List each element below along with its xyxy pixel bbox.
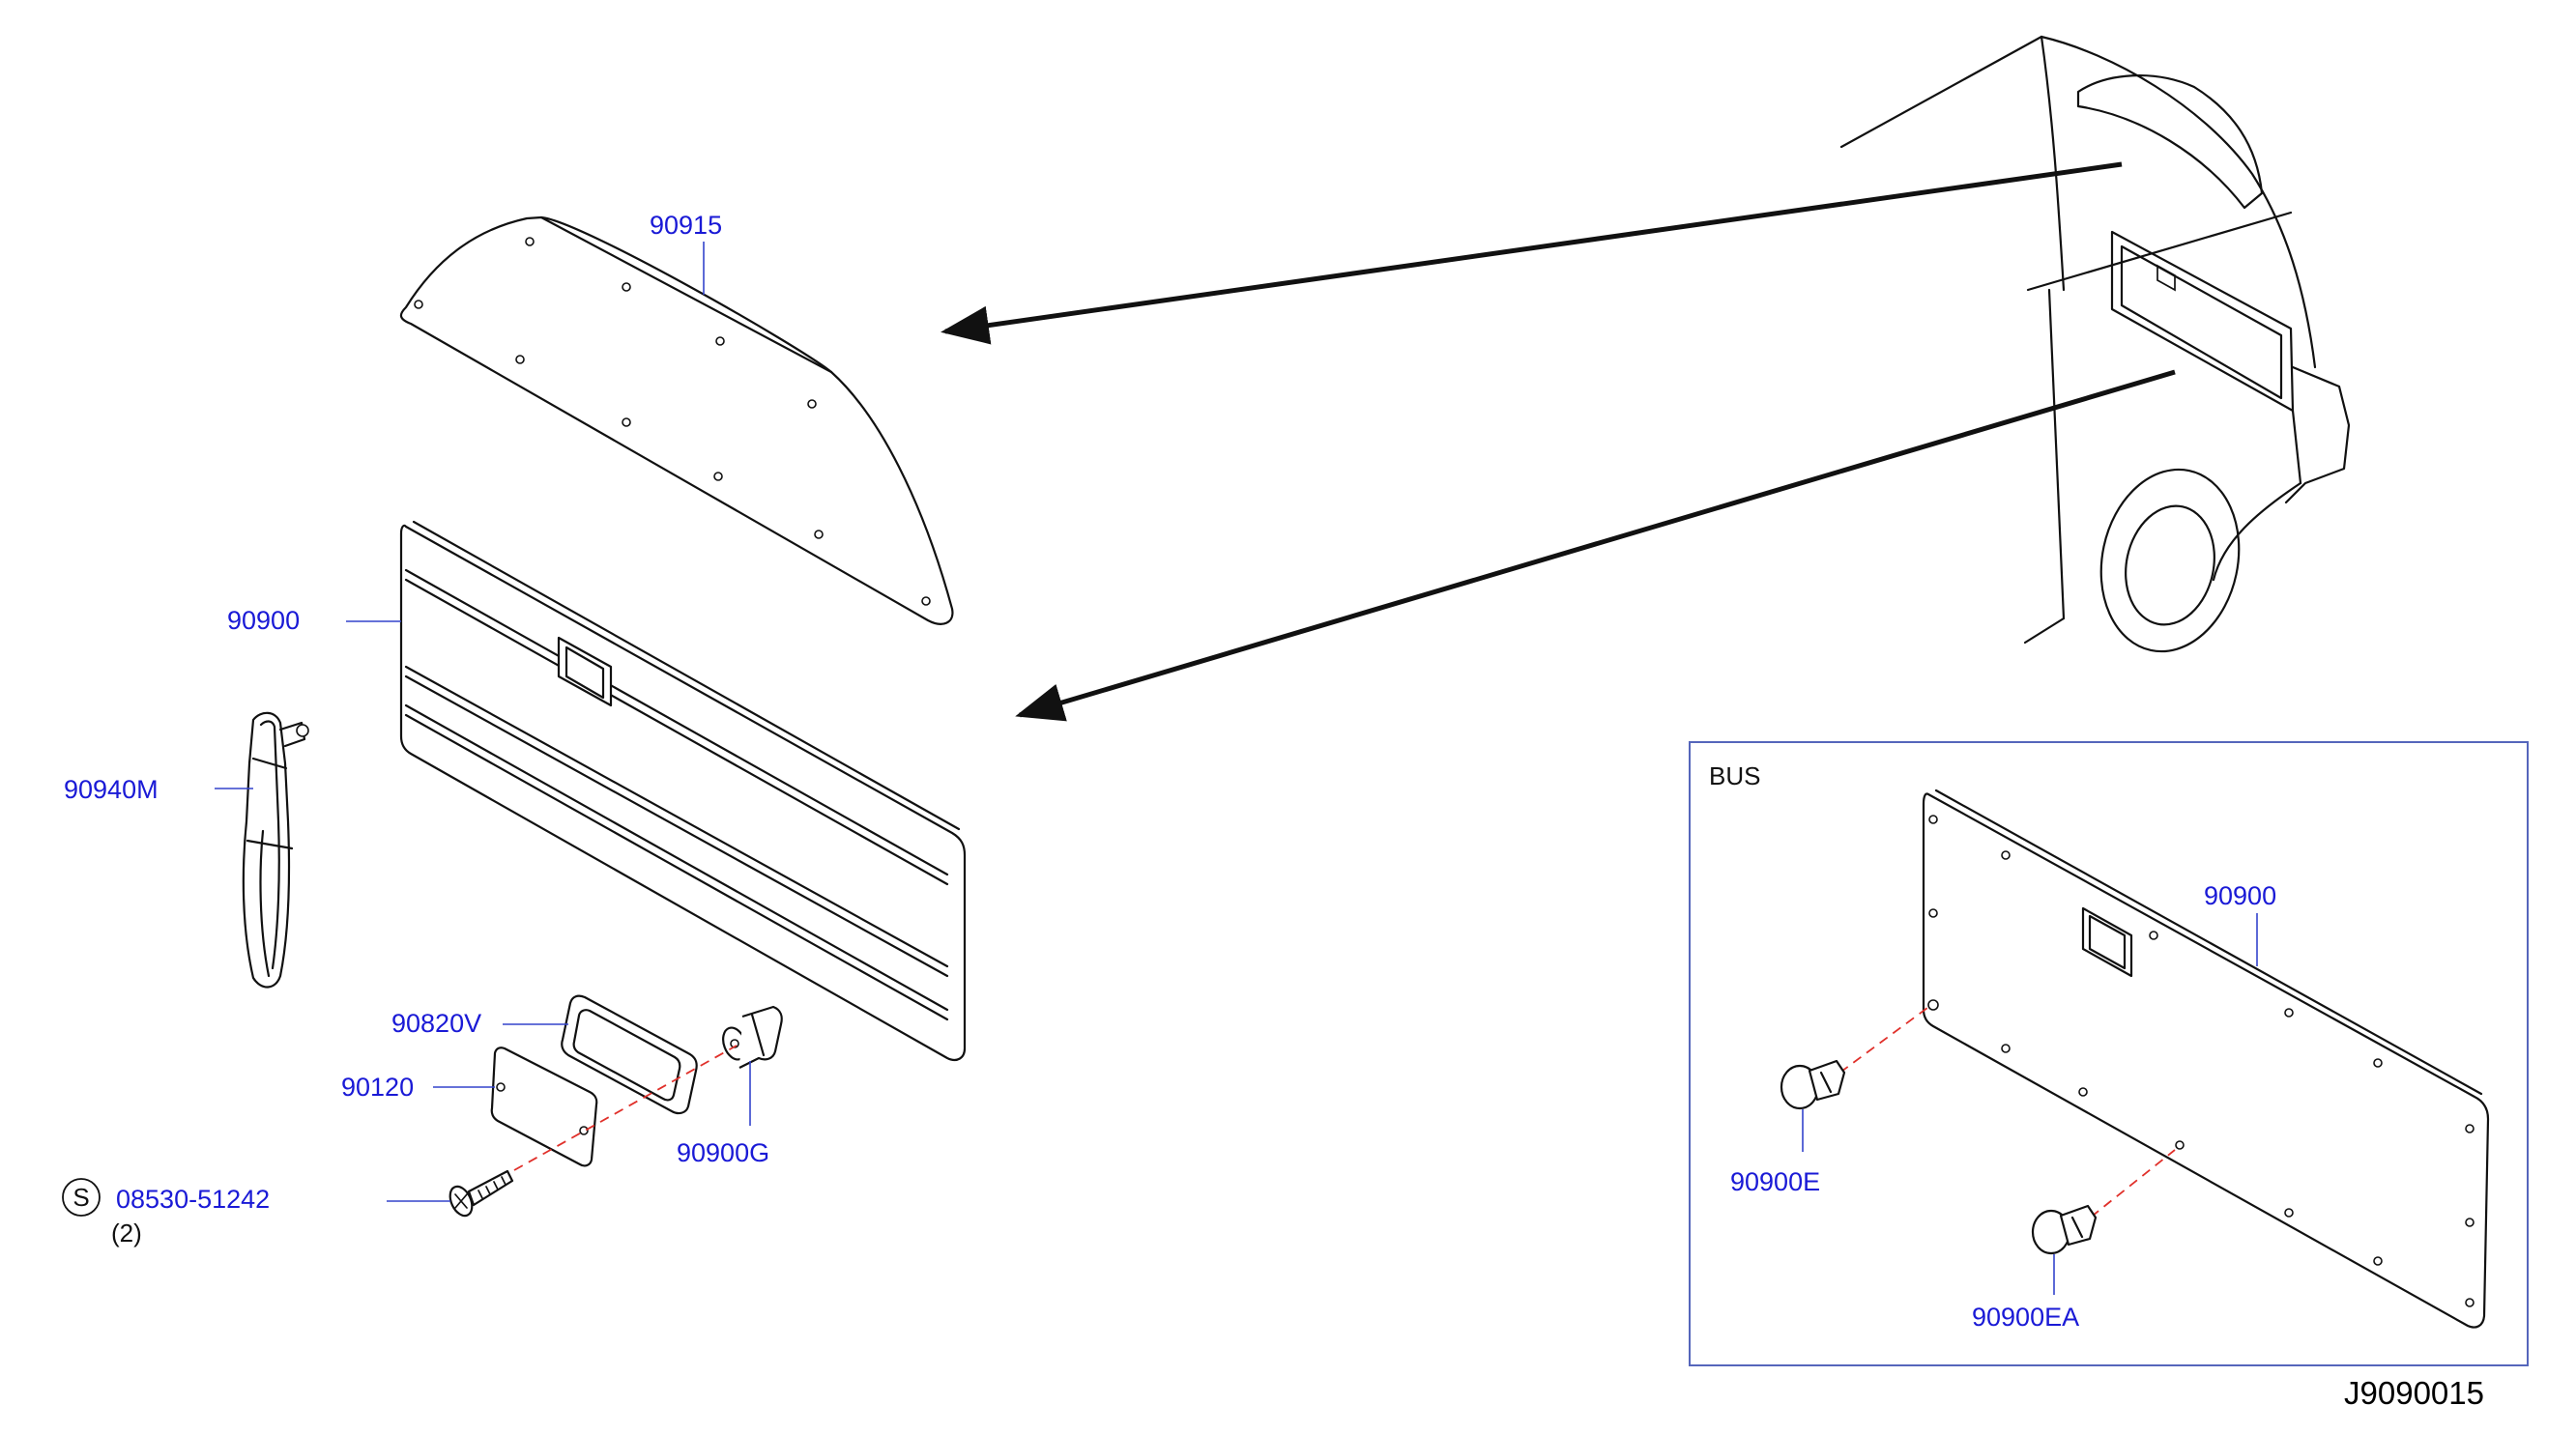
bolt-quantity: (2) — [111, 1219, 142, 1248]
arrow-to-upper-trim — [941, 161, 2123, 345]
pull-strap-drawing — [242, 711, 309, 989]
gasket-drawing — [561, 994, 698, 1115]
bus-part-label-90900E[interactable]: 90900E — [1730, 1167, 1820, 1196]
bus-part-label-90900EA[interactable]: 90900EA — [1972, 1303, 2079, 1332]
arrow-to-door-trim — [1015, 369, 2176, 722]
screw-drawing — [449, 1169, 514, 1218]
part-label-90120[interactable]: 90120 — [341, 1073, 414, 1102]
bolt-symbol-text: S — [72, 1183, 89, 1212]
clip-90900E-drawing — [1780, 1059, 1846, 1110]
door-trim-drawing — [399, 520, 967, 1062]
bus-variant-inset: BUS 9090 — [1689, 741, 2529, 1366]
clip-90900EA-drawing — [2031, 1204, 2098, 1255]
part-label-90915[interactable]: 90915 — [650, 211, 722, 240]
inset-frame — [1689, 741, 2529, 1366]
part-label-90820V[interactable]: 90820V — [391, 1009, 481, 1038]
part-label-bolt[interactable]: 08530-51242 — [116, 1185, 270, 1214]
vehicle-rear-illustration — [1839, 35, 2351, 653]
part-label-90940M[interactable]: 90940M — [64, 775, 159, 804]
circled-s-icon — [62, 1178, 101, 1217]
diagram-code: J9090015 — [2344, 1375, 2484, 1411]
bus-part-label-90900[interactable]: 90900 — [2204, 881, 2276, 910]
finisher-panel-drawing — [399, 215, 954, 625]
grommet-clip-drawing — [722, 1005, 783, 1069]
part-label-90900[interactable]: 90900 — [227, 606, 300, 635]
plate-drawing — [490, 1047, 598, 1167]
part-label-90900G[interactable]: 90900G — [677, 1138, 769, 1167]
assembly-centerline — [513, 1045, 738, 1171]
inset-title: BUS — [1709, 761, 1760, 790]
bolt-callout: S 08530-51242 (2) — [62, 1178, 270, 1248]
